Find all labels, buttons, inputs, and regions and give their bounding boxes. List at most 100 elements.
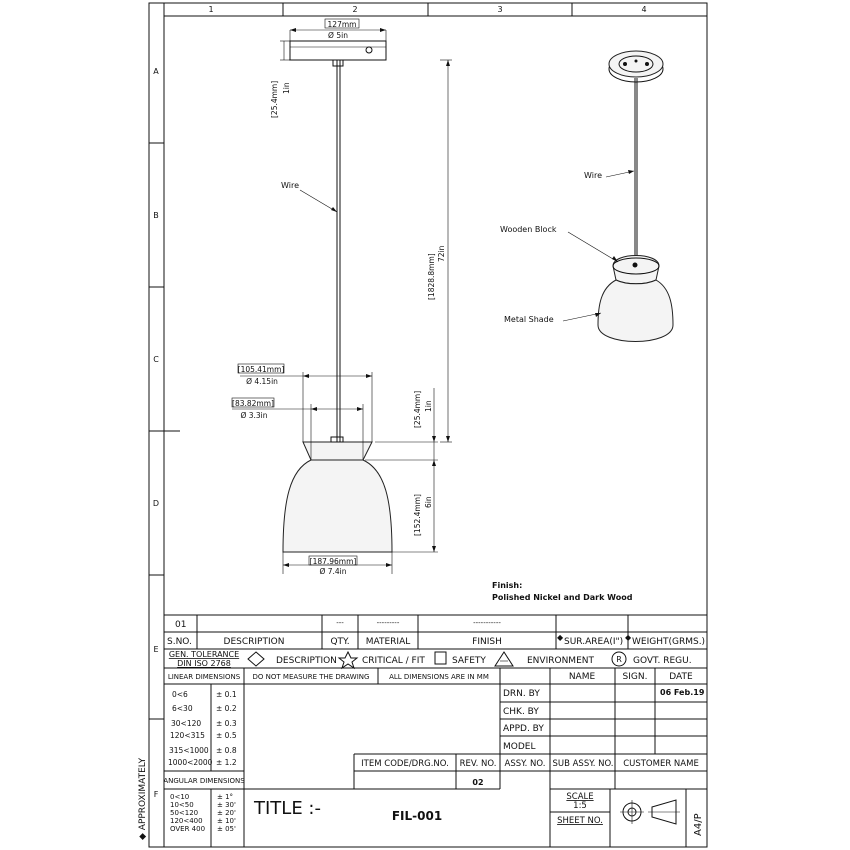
item-code-label: ITEM CODE/DRG.NO.: [361, 759, 449, 769]
callout-wire-front: Wire: [281, 181, 338, 213]
header-material: MATERIAL: [366, 637, 411, 647]
all-dims-note: ALL DIMENSIONS ARE IN MM: [389, 673, 489, 681]
metal-shade-label: Metal Shade: [504, 315, 554, 324]
ang-tol-range: 50<120: [170, 809, 198, 817]
column-label: 3: [497, 5, 502, 14]
header-finish: FINISH: [472, 637, 502, 647]
ang-tol-value: ± 05': [217, 825, 236, 833]
lin-tol-range: 315<1000: [169, 746, 209, 755]
sheet-no-label: SHEET NO.: [557, 816, 603, 826]
header-sign: SIGN.: [623, 672, 648, 682]
customer-name-label: CUSTOMER NAME: [623, 759, 699, 769]
dimension-block-top: [105.41mm] Ø 4.15in: [238, 363, 373, 442]
diamond-symbol-icon: [247, 651, 265, 667]
dimension-canopy-height: [25.4mm] 1in: [270, 40, 291, 118]
column-label: 1: [208, 5, 213, 14]
sub-assy-no-label: SUB ASSY. NO.: [552, 759, 613, 769]
dimension-shade-width: [187.96mm] Ø 7.4in: [282, 552, 393, 576]
wire-label: Wire: [281, 181, 299, 190]
row-label: D: [153, 499, 159, 508]
triangle-symbol-icon: [494, 651, 514, 667]
iso-wooden-block: [612, 255, 660, 285]
callout-wire-iso: Wire: [584, 170, 635, 180]
header-surarea: SUR.AREA(Ι"): [564, 637, 623, 647]
header-date: DATE: [669, 672, 693, 682]
title-block: [164, 614, 707, 847]
model-label: MODEL: [503, 742, 535, 752]
no-measure-note: DO NOT MEASURE THE DRAWING: [253, 673, 370, 681]
ang-tol-value: ± 20': [217, 809, 236, 817]
wire-iso-label: Wire: [584, 171, 602, 180]
row-label: F: [154, 790, 159, 799]
lin-tol-range: 120<315: [170, 731, 205, 740]
dim-label: [25.4mm]: [413, 391, 422, 428]
lin-tol-range: 0<6: [172, 690, 188, 699]
star-symbol-icon: [337, 650, 359, 670]
item-no: 01: [175, 620, 186, 630]
iso-canopy-top: [608, 50, 664, 78]
dimension-block-height: [25.4mm] 1in: [365, 388, 438, 466]
row-label: C: [153, 355, 159, 364]
sym-r: R: [616, 655, 622, 664]
dim-label: 72in: [437, 245, 446, 262]
header-qty: QTY.: [330, 637, 349, 647]
lin-tol-value: ± 0.2: [216, 704, 237, 713]
metal-shade: [282, 459, 393, 553]
diamond-icon: ◆: [557, 633, 564, 642]
square-symbol-icon: [434, 651, 447, 665]
lin-tol-range: 30<120: [171, 719, 201, 728]
row-label: B: [153, 211, 159, 220]
dim-label: [152.4mm]: [413, 494, 422, 536]
canopy-screw: [365, 46, 373, 54]
dim-label: Ø 4.15in: [246, 377, 278, 386]
scale-value: 1:5: [573, 801, 587, 811]
dimension-block-bottom: [83.82mm] Ø 3.3in: [231, 397, 364, 460]
front-view: [282, 40, 393, 553]
ang-tol-value: ± 10': [217, 817, 236, 825]
dim-label: 1in: [282, 82, 291, 94]
dim-label: 6in: [424, 496, 433, 508]
approximately-note: ◆ APPROXIMATELY: [138, 757, 148, 840]
row-labels: A B C D E F: [153, 67, 159, 799]
ang-tol-range: 120<400: [170, 817, 203, 825]
title-label: TITLE :-: [253, 798, 321, 819]
gen-tolerance: GEN. TOLERANCE: [169, 650, 239, 659]
wooden-block: [302, 441, 373, 461]
lin-tol-value: ± 1.2: [216, 758, 237, 767]
drn-date: 06 Feb.19: [660, 688, 705, 697]
drn-by-label: DRN. BY: [503, 689, 540, 699]
dim-label: 1in: [424, 400, 433, 412]
sym-description: DESCRIPTION: [276, 656, 337, 666]
callout-metal-shade: Metal Shade: [504, 312, 602, 324]
column-label: 4: [641, 5, 646, 14]
ang-tol-range: OVER 400: [170, 825, 205, 833]
ang-tol-value: ± 30': [217, 801, 236, 809]
dim-label: [187.96mm]: [310, 557, 357, 566]
dim-label: [25.4mm]: [270, 81, 279, 118]
r-circle-icon: [611, 651, 627, 667]
drawing-frame: [148, 2, 708, 848]
rev-no-label: REV. NO.: [460, 759, 497, 769]
title-block-text: 01 --- --------- ----------- S.NO. DESCR…: [163, 619, 705, 836]
dim-label: Ø 3.3in: [240, 411, 267, 420]
projection-symbol-icon: [620, 799, 680, 825]
iso-metal-shade: [597, 279, 674, 342]
header-description: DESCRIPTION: [224, 637, 285, 647]
rev-value: 02: [472, 778, 483, 787]
header-weight: WEIGHT(GRMS.): [632, 637, 705, 647]
row-label: E: [153, 645, 158, 654]
ang-tol-range: 10<50: [170, 801, 194, 809]
dim-label: Ø 7.4in: [319, 567, 346, 576]
lin-tol-range: 1000<2000: [168, 758, 213, 767]
dim-label: [105.41mm]: [238, 365, 285, 374]
lin-tol-value: ± 0.8: [216, 746, 237, 755]
sym-govt: GOVT. REGU.: [633, 656, 692, 666]
lin-tol-value: ± 0.1: [216, 690, 237, 699]
row-label: A: [153, 67, 159, 76]
finish-note: Finish: Polished Nickel and Dark Wood: [492, 581, 633, 602]
diamond-icon: ◆: [625, 633, 632, 642]
dimension-shade-height: [152.4mm] 6in: [392, 460, 438, 553]
callout-wooden-block: Wooden Block: [500, 225, 619, 263]
din-iso: DIN ISO 2768: [177, 659, 231, 668]
